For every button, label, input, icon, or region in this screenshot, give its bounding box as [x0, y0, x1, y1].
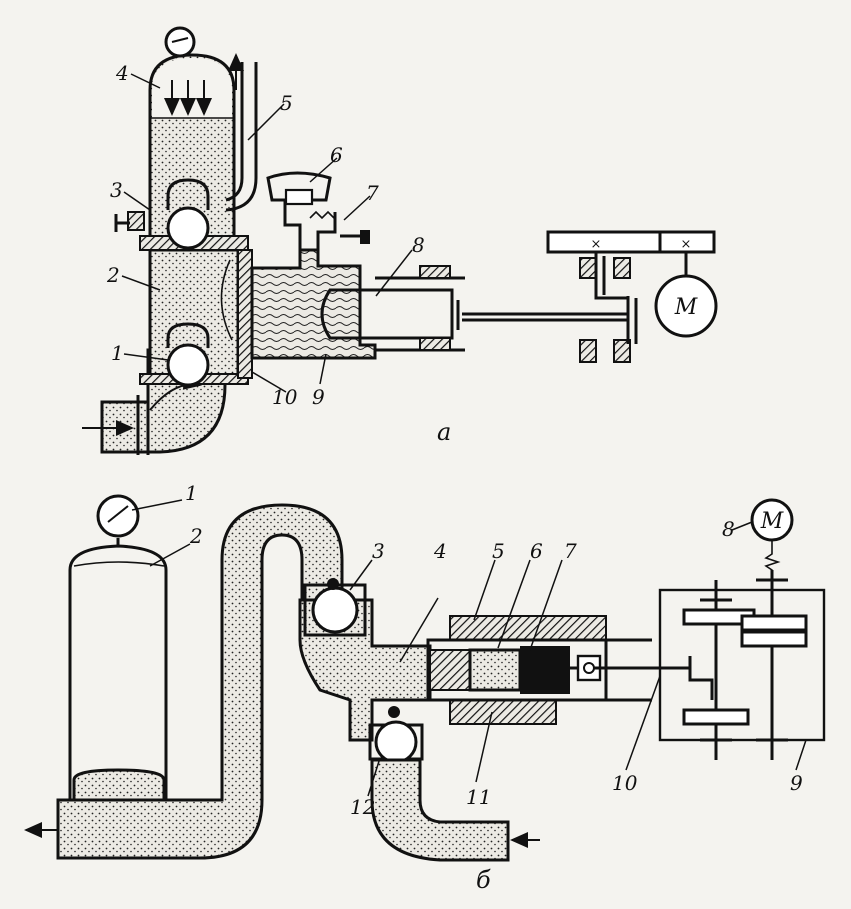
suction-line-b — [370, 758, 510, 862]
svg-text:×: × — [591, 237, 602, 252]
label-a-7: 7 — [366, 181, 379, 205]
motor-label-b: М — [760, 509, 784, 534]
label-b-8: 8 — [722, 517, 735, 541]
label-a-9: 9 — [312, 385, 325, 409]
label-a-1: 1 — [111, 341, 124, 365]
label-b-10: 10 — [612, 771, 638, 795]
suction-valve-ball-b — [374, 720, 418, 764]
discharge-pipe-a — [225, 62, 244, 202]
air-vessel-b — [68, 544, 168, 800]
label-b-6: 6 — [530, 539, 543, 563]
label-b-12: 12 — [350, 795, 375, 819]
label-b-7: 7 — [564, 539, 577, 563]
discharge-valve-ball-a — [166, 206, 210, 250]
label-a-4: 4 — [115, 61, 129, 85]
svg-text:×: × — [681, 237, 692, 252]
caption-b: б — [476, 866, 491, 894]
label-b-11: 11 — [466, 785, 491, 809]
gearbox-9-b — [658, 588, 826, 742]
working-liquid-chamber-a — [250, 248, 377, 360]
discharge-line-b — [56, 503, 344, 860]
piston-7-b — [520, 646, 570, 694]
suction-valve-ball-a — [166, 343, 210, 387]
figure-b: М 1 2 3 4 5 6 7 8 9 10 11 12 б — [24, 481, 826, 894]
label-b-3: 3 — [372, 539, 385, 563]
motor-label-a: М — [674, 295, 698, 320]
label-a-5: 5 — [280, 91, 293, 115]
label-a-2: 2 — [106, 263, 120, 287]
label-b-5: 5 — [492, 539, 505, 563]
label-b-9: 9 — [790, 771, 803, 795]
figure-a: × × М 1 2 3 4 5 6 7 8 9 10 а — [82, 26, 718, 455]
caption-a: а — [437, 418, 451, 446]
label-a-8: 8 — [412, 233, 425, 257]
pressure-gauge-b — [96, 494, 140, 538]
label-a-10: 10 — [272, 385, 298, 409]
label-b-2: 2 — [189, 524, 203, 548]
diaphragm-6-b — [429, 649, 471, 691]
label-a-6: 6 — [330, 143, 343, 167]
cylinder-5-b — [449, 615, 607, 641]
pressure-gauge-a — [164, 26, 196, 58]
label-a-3: 3 — [110, 178, 123, 202]
label-b-1: 1 — [185, 481, 198, 505]
label-b-4: 4 — [433, 539, 447, 563]
discharge-valve-ball-b — [311, 586, 359, 634]
motor-a — [654, 274, 718, 338]
diaphragm-a — [237, 249, 253, 379]
